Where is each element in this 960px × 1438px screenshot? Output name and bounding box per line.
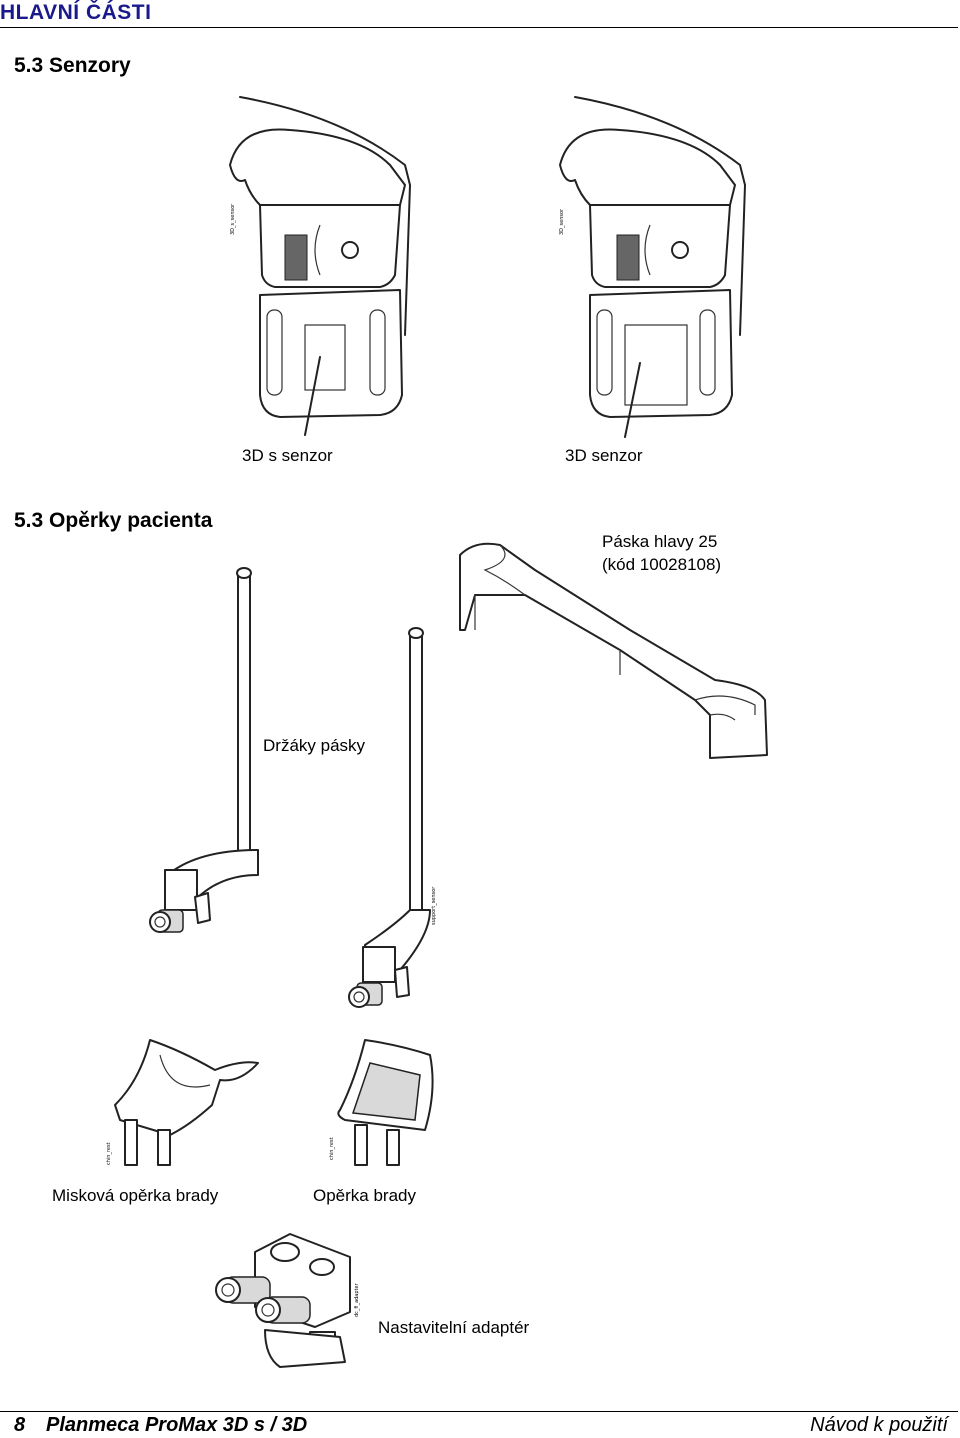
head-strap-illustration (459, 542, 768, 759)
chin-rest-illustration: chin_rest (329, 1039, 434, 1166)
sensor-3d-s-illustration: 3D_s_sensor (229, 96, 411, 436)
manual-title: Návod k použití (810, 1414, 948, 1436)
section-title-patient-supports: 5.3 Opěrky pacienta (14, 509, 213, 532)
caption-adjustable-adapter: Nastavitelní adaptér (378, 1318, 530, 1337)
page-number: 8 (14, 1414, 26, 1436)
caption-cup-chin-rest: Misková opěrka brady (52, 1186, 219, 1205)
header-divider (0, 27, 958, 28)
product-name: Planmeca ProMax 3D s / 3D (46, 1414, 308, 1436)
chapter-header: HLAVNÍ ČÁSTI (0, 1, 152, 24)
svg-text:3D_s_sensor: 3D_s_sensor (230, 203, 236, 235)
caption-sensor-3d: 3D senzor (565, 446, 643, 465)
svg-text:3D_sensor: 3D_sensor (559, 208, 565, 235)
svg-text:chin_rest: chin_rest (106, 1142, 112, 1165)
svg-text:chin_rest: chin_rest (329, 1137, 335, 1160)
svg-text:dc_fi_adapter: dc_fi_adapter (354, 1282, 360, 1317)
adjustable-adapter-illustration: dc_fi_adapter (215, 1233, 360, 1368)
strap-holder-left-illustration (149, 567, 259, 933)
caption-head-strap-line2: (kód 10028108) (602, 555, 722, 574)
caption-head-strap-line1: Páska hlavy 25 (602, 532, 718, 551)
footer-divider (0, 1411, 958, 1412)
cup-chin-rest-illustration: chin_rest (106, 1039, 259, 1166)
caption-chin-rest: Opěrka brady (313, 1186, 416, 1205)
svg-text:support_sensor: support_sensor (431, 886, 437, 925)
sensor-3d-illustration: 3D_sensor (559, 96, 746, 438)
strap-holder-right-illustration: support_sensor (348, 627, 437, 1008)
caption-strap-holders: Držáky pásky (263, 736, 366, 755)
section-title-sensors: 5.3 Senzory (14, 54, 131, 77)
caption-sensor-3d-s: 3D s senzor (242, 446, 333, 465)
